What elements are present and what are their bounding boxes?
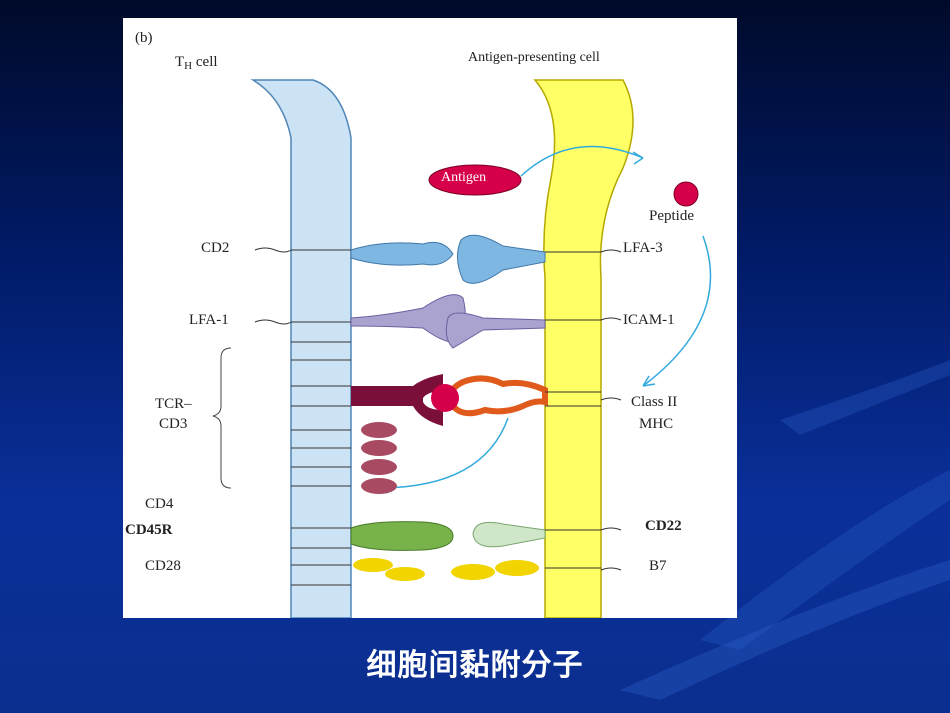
- cd28-oval: [353, 558, 393, 572]
- apc-membrane: [533, 79, 634, 618]
- tm-coils-left: [291, 249, 351, 586]
- lfa1-label: LFA-1: [189, 312, 229, 328]
- b7-label: B7: [649, 558, 667, 574]
- leader-lines: [254, 247, 622, 571]
- tcr-cd3-label-line1: TCR–: [155, 396, 192, 412]
- peptide-dot: [673, 181, 699, 207]
- icam1-label: ICAM-1: [623, 312, 675, 328]
- cd45r-label: CD45R: [125, 522, 173, 538]
- cd3-oval: [361, 459, 397, 475]
- arrow-peptide-to-mhc: [642, 235, 712, 387]
- cd2-molecule: [350, 241, 454, 266]
- th-cell-label-h: H: [184, 60, 193, 72]
- diagram-graphics: [212, 79, 712, 618]
- lfa3-molecule: [457, 234, 546, 284]
- arrow-mhc-to-cd4: [377, 417, 509, 489]
- tcr-cd3-label-line2: CD3: [159, 416, 188, 432]
- th-cell-label: TH cell: [175, 54, 218, 72]
- cd3-oval: [361, 478, 397, 494]
- cd3-oval: [361, 440, 397, 456]
- mhc-class2-molecule: [447, 375, 548, 417]
- panel-label: (b): [135, 30, 153, 46]
- antigen-shape: [428, 164, 522, 196]
- b7-oval: [451, 564, 495, 580]
- cd22-molecule: [472, 521, 546, 548]
- class2-label-line1: Class II: [631, 394, 678, 410]
- cd3-oval: [361, 422, 397, 438]
- b7-oval: [495, 560, 539, 576]
- class2-label-line2: MHC: [639, 416, 674, 432]
- th-cell-label-rest: cell: [192, 54, 218, 70]
- tm-coils-right: [545, 251, 601, 569]
- slide-caption: 细胞间黏附分子: [366, 648, 584, 683]
- th-cell-membrane: [250, 79, 352, 618]
- cd28-oval: [385, 567, 425, 581]
- peptide-label: Peptide: [649, 208, 694, 224]
- cd2-label: CD2: [201, 240, 230, 256]
- antigen-label: Antigen: [441, 170, 487, 185]
- tcr-molecule: [351, 374, 443, 426]
- icam1-molecule: [445, 312, 546, 349]
- cd22-label: CD22: [645, 518, 682, 534]
- apc-label: Antigen-presenting cell: [468, 50, 600, 65]
- cd28-label: CD28: [145, 558, 181, 574]
- th-cell-label-t: T: [175, 54, 185, 70]
- peptide-bound: [431, 384, 459, 412]
- cd4-label: CD4: [145, 496, 174, 512]
- adhesion-diagram: (b) TH cell Antigen-presenting cell Anti…: [123, 18, 737, 618]
- tcr-cd3-bracket: [212, 347, 232, 489]
- arrow-antigen-to-peptide: [520, 145, 644, 177]
- cd45r-molecule: [350, 521, 454, 551]
- lfa3-label: LFA-3: [623, 240, 663, 256]
